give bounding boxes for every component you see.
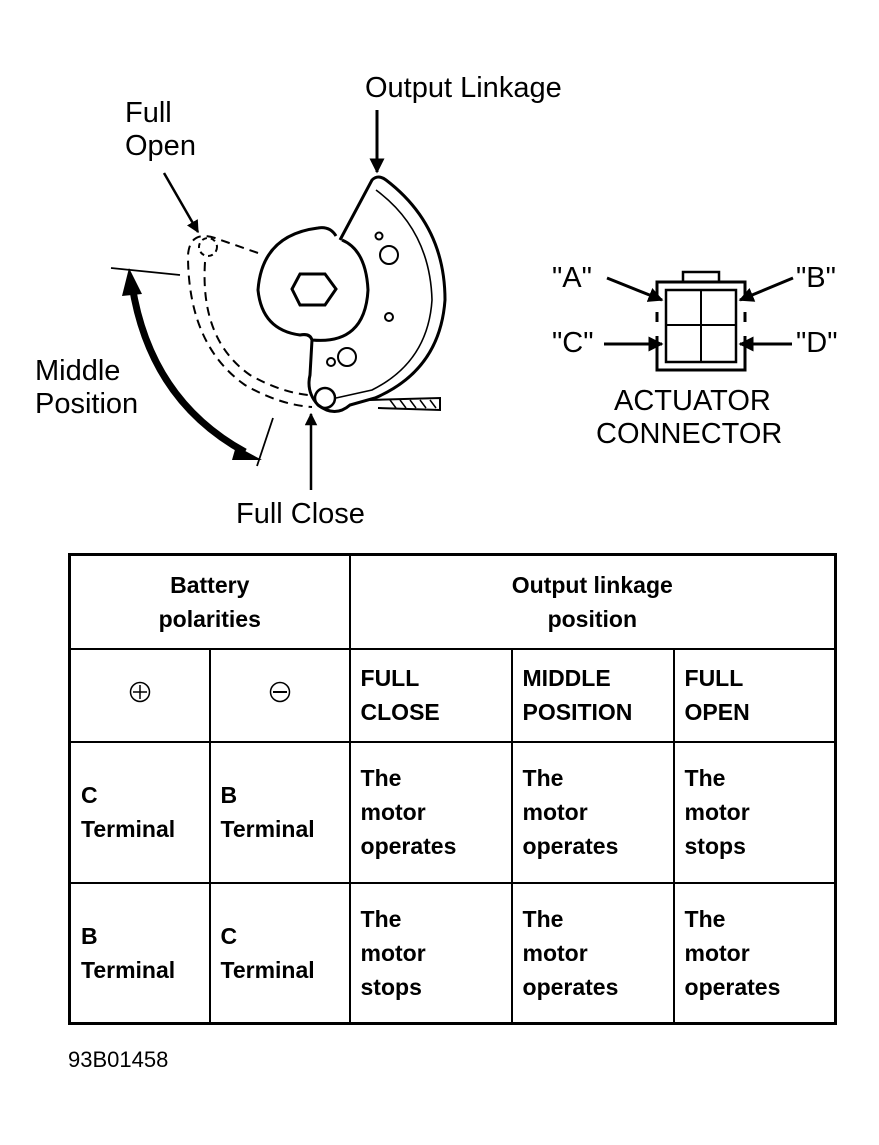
cell-text: Terminal [220,956,315,983]
label-output-linkage: Output Linkage [365,72,562,104]
label-middle-position-line1: Middle [35,355,121,387]
full-open-ghost-inner [203,261,309,396]
header-text: POSITION [522,699,633,725]
header-text: Battery [170,571,250,598]
hole [384,312,394,322]
header-text: FULL [684,665,744,691]
pin-b-arrow [738,276,794,302]
cell-positive-terminal: B Terminal [68,881,211,1025]
cell-text: operates [360,833,457,859]
cell-negative-terminal: B Terminal [208,740,351,884]
label-pin-c: "C" [552,327,594,359]
cell-text: C [220,922,238,949]
pivot-pin [313,386,337,410]
cell-text: The [684,765,726,791]
header-output-linkage-position: Output linkage position [348,553,837,650]
range-limit-line-bottom [256,417,274,467]
full-open-arrow [162,172,200,234]
connector-shell [655,280,747,372]
label-pin-d: "D" [796,327,838,359]
label-full-open-line2: Open [125,130,196,162]
actuator-connector [604,270,794,372]
label-connector-title-line1: ACTUATOR [614,385,771,417]
cell-text: The [522,765,564,791]
cell-text: B [220,782,238,808]
hole [337,347,357,367]
header-full-close: FULL CLOSE [348,647,513,743]
header-battery-polarities: Battery polarities [68,553,351,650]
hex-nut [290,272,338,307]
cell-text: Terminal [81,956,176,983]
label-full-open-line1: Full [125,97,172,129]
header-text: MIDDLE [522,665,611,691]
actuator-diagram [110,110,794,490]
header-text: polarities [158,605,261,632]
cell-text: C [81,782,98,808]
cell-text: operates [522,973,619,1000]
range-limit-line-top [110,267,181,276]
header-text: position [547,605,637,632]
cell-text: motor [684,939,750,966]
cell-text: motor [522,799,588,825]
table-row: C Terminal B Terminal The motor operates The… [68,740,837,884]
header-text: OPEN [684,699,750,725]
travel-arrow-head-top [122,268,142,296]
cell-full-open: The motor stops [672,740,837,884]
cell-positive-terminal: C Terminal [68,740,211,884]
cell-text: Terminal [81,816,176,842]
cable [369,396,441,412]
table-row: B Terminal C Terminal The motor stops The mot… [68,881,837,1025]
cell-text: motor [360,939,426,966]
table-subheader-row: FULL CLOSE MIDDLE POSITION FULL OPEN [68,647,837,743]
label-connector-title-line2: CONNECTOR [596,418,783,450]
table-header-row: Battery polarities Output linkage positi… [68,553,837,650]
travel-arrow-head-bottom [232,446,262,460]
cell-text: B [81,922,98,949]
cell-middle-position: The motor operates [510,881,675,1025]
cell-text: operates [684,973,781,1000]
hole [374,231,384,241]
pin-a-arrow [606,276,664,302]
plus-circle-icon [129,681,150,703]
minus-circle-icon [269,681,290,703]
label-pin-a: "A" [552,262,592,294]
figure-code: 93B01458 [68,1047,169,1072]
full-open-ghost-outline [186,235,313,408]
cell-text: The [360,765,402,791]
cell-text: operates [522,833,619,859]
cable-hatch [389,399,437,409]
label-full-close: Full Close [236,498,365,530]
travel-range-arrow [128,284,247,456]
cell-text: stops [684,833,746,859]
hole [326,357,336,367]
cell-text: motor [522,939,588,966]
full-open-ghost-pin [198,237,218,257]
header-text: CLOSE [360,699,440,725]
hub-disc [256,226,370,342]
cell-text: motor [684,799,750,825]
header-text: FULL [360,665,420,691]
output-lever [307,175,447,413]
header-positive [68,647,211,743]
label-middle-position-line2: Position [35,388,139,420]
cell-middle-position: The motor operates [510,740,675,884]
header-negative [208,647,351,743]
cell-text: The [360,905,402,932]
cell-negative-terminal: C Terminal [208,881,351,1025]
cell-full-close: The motor stops [348,881,513,1025]
polarity-position-table: Battery polarities Output linkage positi… [68,553,838,1025]
cell-text: The [522,905,564,932]
header-middle-position: MIDDLE POSITION [510,647,675,743]
cell-text: stops [360,973,422,1000]
cell-text: motor [360,799,426,825]
cell-text: The [684,905,726,932]
cell-text: Terminal [220,816,315,842]
cell-full-close: The motor operates [348,740,513,884]
lever-inner-edge [335,189,433,399]
hole [379,245,399,265]
label-pin-b: "B" [796,262,836,294]
header-text: Output linkage [511,571,673,598]
header-full-open: FULL OPEN [672,647,837,743]
cell-full-open: The motor operates [672,881,837,1025]
